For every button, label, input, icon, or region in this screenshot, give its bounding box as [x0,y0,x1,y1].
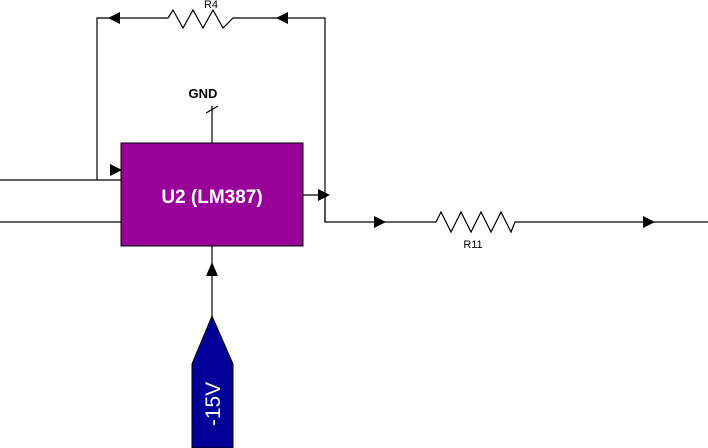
feedback-wire [96,17,326,222]
resistor-r4[interactable]: R4 [150,0,238,30]
resistor-r4-label: R4 [204,0,218,11]
gnd-label: GND [189,86,218,101]
arrow-up-icon [206,262,218,276]
ic-u2[interactable]: U2 (LM387) [120,142,304,247]
supply-label: -15V [202,382,225,426]
ic-u2-label: U2 (LM387) [161,187,262,208]
arrow-left-icon [108,12,120,24]
gnd-pin: GND [189,86,219,143]
arrow-right-icon [643,216,655,228]
resistor-r11-label: R11 [463,239,482,251]
input-wires [0,179,122,223]
arrow-right-icon [374,216,386,228]
output-wire [303,194,708,223]
arrow-right-icon [110,164,122,176]
arrow-left-icon [276,12,288,24]
arrow-right-icon [318,189,330,201]
power-flag-minus-15v[interactable]: -15V [191,314,234,448]
resistor-r11[interactable]: R11 [420,210,525,251]
supply-pin [206,246,218,318]
